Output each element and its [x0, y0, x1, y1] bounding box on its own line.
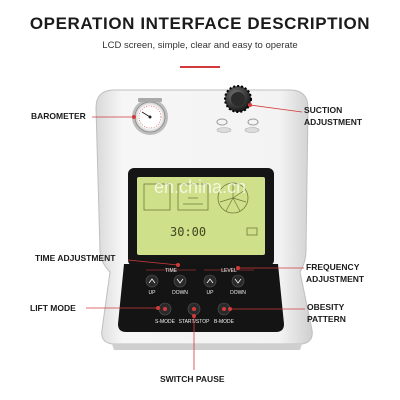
obesity-pattern-label-line2: PATTERN — [307, 314, 346, 324]
lcd-screen: 30:00 — [128, 168, 274, 266]
control-panel: TIME LEVEL UP DOWN UP DOWN S-MODE — [118, 264, 284, 332]
level-group-label: LEVEL — [221, 268, 237, 274]
lcd-battery-icon — [246, 227, 258, 236]
lcd-level-dial-icon — [217, 182, 249, 214]
lcd-time-readout: 30:00 — [170, 225, 206, 239]
callout-lines — [86, 103, 305, 370]
obesity-pattern-label-line1: OBESITY — [307, 302, 345, 312]
frequency-adjustment-label-line1: FREQUENCY — [306, 262, 360, 272]
frequency-adjustment-label-line2: ADJUSTMENT — [306, 274, 365, 284]
suction-leader-dot — [247, 103, 252, 108]
down-arrow-icon — [176, 278, 184, 284]
time-down-label: DOWN — [172, 290, 188, 296]
barometer-leader-dot — [131, 115, 136, 120]
suction-leader — [249, 104, 303, 113]
time-group-label: TIME — [165, 268, 178, 274]
lift-mode-label: LIFT MODE — [30, 303, 76, 313]
obesity-leader-dot — [227, 306, 232, 311]
s-mode-label: S-MODE — [155, 319, 176, 325]
time-leader-dot — [175, 262, 180, 267]
down-arrow-icon — [234, 278, 242, 284]
lcd-mode-icon — [143, 183, 171, 211]
level-up-button[interactable] — [203, 274, 217, 288]
page-title: OPERATION INTERFACE DESCRIPTION — [29, 14, 371, 33]
watermark: en.china.cn — [154, 177, 246, 197]
suction-knob[interactable] — [224, 85, 252, 113]
time-adjustment-label: TIME ADJUSTMENT — [35, 253, 116, 263]
s-mode-button[interactable] — [158, 302, 172, 316]
level-down-button[interactable] — [231, 274, 245, 288]
page-subtitle: LCD screen, simple, clear and easy to op… — [102, 40, 298, 51]
suction-adjustment-label-line2: ADJUSTMENT — [304, 117, 363, 127]
start-stop-button[interactable] — [187, 302, 201, 316]
level-down-label: DOWN — [230, 290, 246, 296]
title-divider — [180, 66, 220, 68]
frequency-leader-dot — [235, 265, 240, 270]
b-mode-label: B-MODE — [214, 319, 235, 325]
time-down-button[interactable] — [173, 274, 187, 288]
suction-adjustment-label-line1: SUCTION — [304, 105, 343, 115]
time-up-label: UP — [149, 290, 157, 296]
time-leader — [127, 259, 179, 266]
up-arrow-icon — [148, 278, 156, 284]
level-up-label: UP — [207, 290, 215, 296]
switch-pause-leader-dot — [191, 313, 196, 318]
barometer-label: BAROMETER — [31, 111, 86, 121]
suction-ports — [216, 118, 260, 133]
time-up-button[interactable] — [145, 274, 159, 288]
up-arrow-icon — [206, 278, 214, 284]
lcd-pulse-icon — [177, 183, 209, 211]
switch-pause-label: SWITCH PAUSE — [160, 374, 225, 384]
lift-mode-leader-dot — [155, 305, 160, 310]
